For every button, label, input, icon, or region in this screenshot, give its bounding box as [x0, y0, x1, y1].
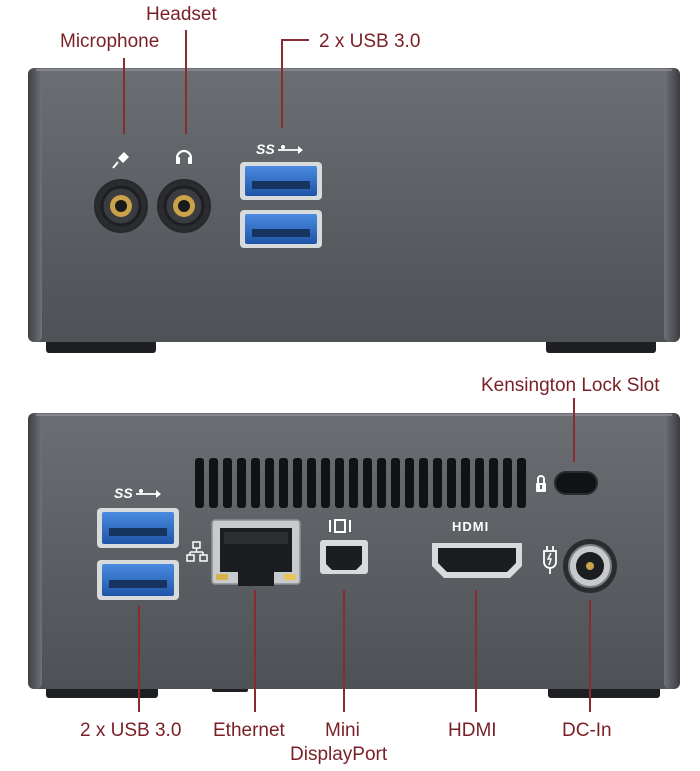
vent-slot: [433, 458, 442, 508]
front-usb-port-1: [240, 162, 322, 200]
microphone-icon: [112, 152, 129, 169]
rear-usb-label: 2 x USB 3.0: [80, 720, 182, 741]
vent-slot: [307, 458, 316, 508]
microphone-jack: [94, 179, 148, 233]
hdmi-logo: HDMI: [452, 519, 489, 534]
kensington-lock-label: Kensington Lock Slot: [481, 375, 660, 396]
lock-icon: [536, 475, 546, 492]
ethernet-port: [211, 519, 301, 586]
vent-slot: [517, 458, 526, 508]
vent-slot: [293, 458, 302, 508]
front-usb-label: 2 x USB 3.0: [319, 31, 421, 52]
hdmi-port: [432, 543, 522, 578]
vent-slot: [349, 458, 358, 508]
headset-label: Headset: [146, 4, 217, 25]
vent-slot: [279, 458, 288, 508]
rear-panel: SS: [28, 413, 680, 698]
mini-displayport-label-line1: Mini: [325, 720, 360, 741]
vent-slot: [475, 458, 484, 508]
front-chassis: [28, 68, 680, 342]
kensington-lock-slot: [554, 471, 598, 495]
headset-jack: [157, 179, 211, 233]
vent-slot: [209, 458, 218, 508]
mini-displayport-label-line2: DisplayPort: [290, 744, 388, 765]
front-panel: SS: [28, 68, 680, 353]
front-usb-port-2: [240, 210, 322, 248]
rear-usb-port-2: [97, 560, 179, 600]
vent-slot: [251, 458, 260, 508]
vent-slot: [195, 458, 204, 508]
dc-in-jack: [563, 539, 617, 593]
vent-slot: [237, 458, 246, 508]
vent-slot: [503, 458, 512, 508]
vent-grille: [195, 458, 526, 508]
vent-slot: [419, 458, 428, 508]
network-icon: [186, 541, 208, 562]
vent-slot: [335, 458, 344, 508]
front-usb-logo: SS: [256, 141, 275, 157]
vent-slot: [447, 458, 456, 508]
vent-slot: [377, 458, 386, 508]
vent-slot: [489, 458, 498, 508]
microphone-label: Microphone: [60, 31, 160, 52]
hdmi-label: HDMI: [448, 720, 497, 741]
usb-icon: SS: [256, 141, 303, 157]
vent-slot: [461, 458, 470, 508]
displayport-icon: [329, 519, 351, 533]
dc-in-label: DC-In: [562, 720, 612, 741]
usb-icon: SS: [114, 485, 161, 501]
ethernet-label: Ethernet: [213, 720, 285, 741]
vent-slot: [391, 458, 400, 508]
mini-displayport: [320, 540, 368, 574]
vent-slot: [321, 458, 330, 508]
vent-slot: [223, 458, 232, 508]
vent-slot: [363, 458, 372, 508]
rear-usb-logo: SS: [114, 485, 133, 501]
vent-slot: [405, 458, 414, 508]
headphone-icon: [175, 149, 193, 164]
power-plug-icon: [543, 546, 557, 574]
vent-slot: [265, 458, 274, 508]
rear-usb-port-1: [97, 508, 179, 548]
